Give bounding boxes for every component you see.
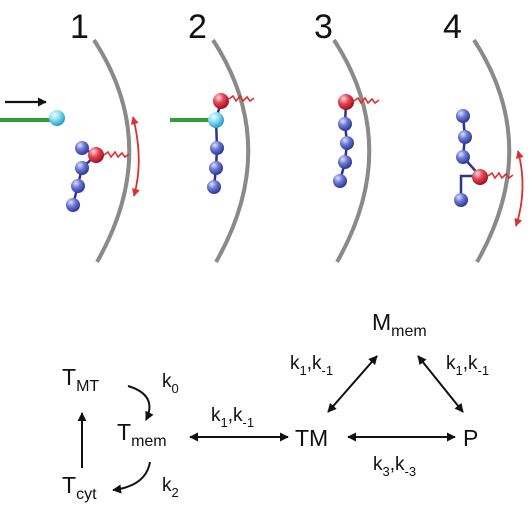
tip-bead-2 [208,112,224,128]
species-t-mt: TMT [62,364,99,395]
species-p: P [463,425,478,451]
chain-bead [71,179,85,193]
chain-bead [75,141,89,155]
chain-bead [340,136,354,150]
rate-mmem-p: k1,k-1 [446,353,489,378]
membrane-4 [472,38,512,263]
arrow-tmem-to-tcyt [112,461,151,494]
panel-1 [0,38,140,263]
active-bead-3 [338,94,354,110]
panel-number-2: 2 [188,8,207,46]
membrane-2 [211,38,251,263]
panel-number-4: 4 [443,8,462,46]
chain-bead [456,150,470,164]
membrane-3 [332,38,372,263]
panel-number-1: 1 [70,8,89,46]
chain-bead [333,174,347,188]
chain-bead [207,180,221,194]
chain-bead [338,117,352,131]
panel-number-3: 3 [314,8,333,46]
species-m-mem: Mmem [372,309,427,340]
curved-double-arrow-icon [514,150,524,227]
active-bead-1 [88,147,104,163]
active-bead-2 [213,93,229,109]
wavy-tail-icon [487,171,514,180]
chain-bead [456,109,470,123]
chain-bead [454,193,468,207]
species-t-mem: Tmem [117,419,167,450]
wavy-tail-icon [353,96,380,105]
chain-bead [458,130,472,144]
kinetic-scheme: TMT Tmem Tcyt Mmem TM P k0 k2 k1,k-1 k1,… [62,309,489,503]
species-t-cyt: Tcyt [62,472,97,503]
curved-double-arrow-icon [130,116,140,197]
rate-tmem-tm: k1,k-1 [211,405,254,430]
tip-bead-1 [49,110,65,126]
arrow-tm-mmem [327,355,378,413]
panel-2 [170,38,255,263]
rate-k2: k2 [162,475,179,500]
species-tm: TM [295,425,328,451]
panel-4 [454,38,524,263]
chain-bead [209,161,223,175]
chain-bead [75,161,89,175]
arrow-mmem-p [417,355,464,413]
membrane-1 [92,38,132,263]
chain-bead [66,198,80,212]
panel-3 [332,38,380,263]
arrow-tmt-to-tmem [127,385,154,421]
rate-tm-p: k3,k-3 [373,454,416,479]
wavy-tail-icon [103,150,130,159]
rate-tm-mmem: k1,k-1 [290,353,333,378]
chain-bead [338,155,352,169]
active-bead-4 [472,169,488,185]
chain-bead [210,141,224,155]
rate-k0: k0 [162,371,179,396]
wavy-tail-icon [228,94,255,103]
